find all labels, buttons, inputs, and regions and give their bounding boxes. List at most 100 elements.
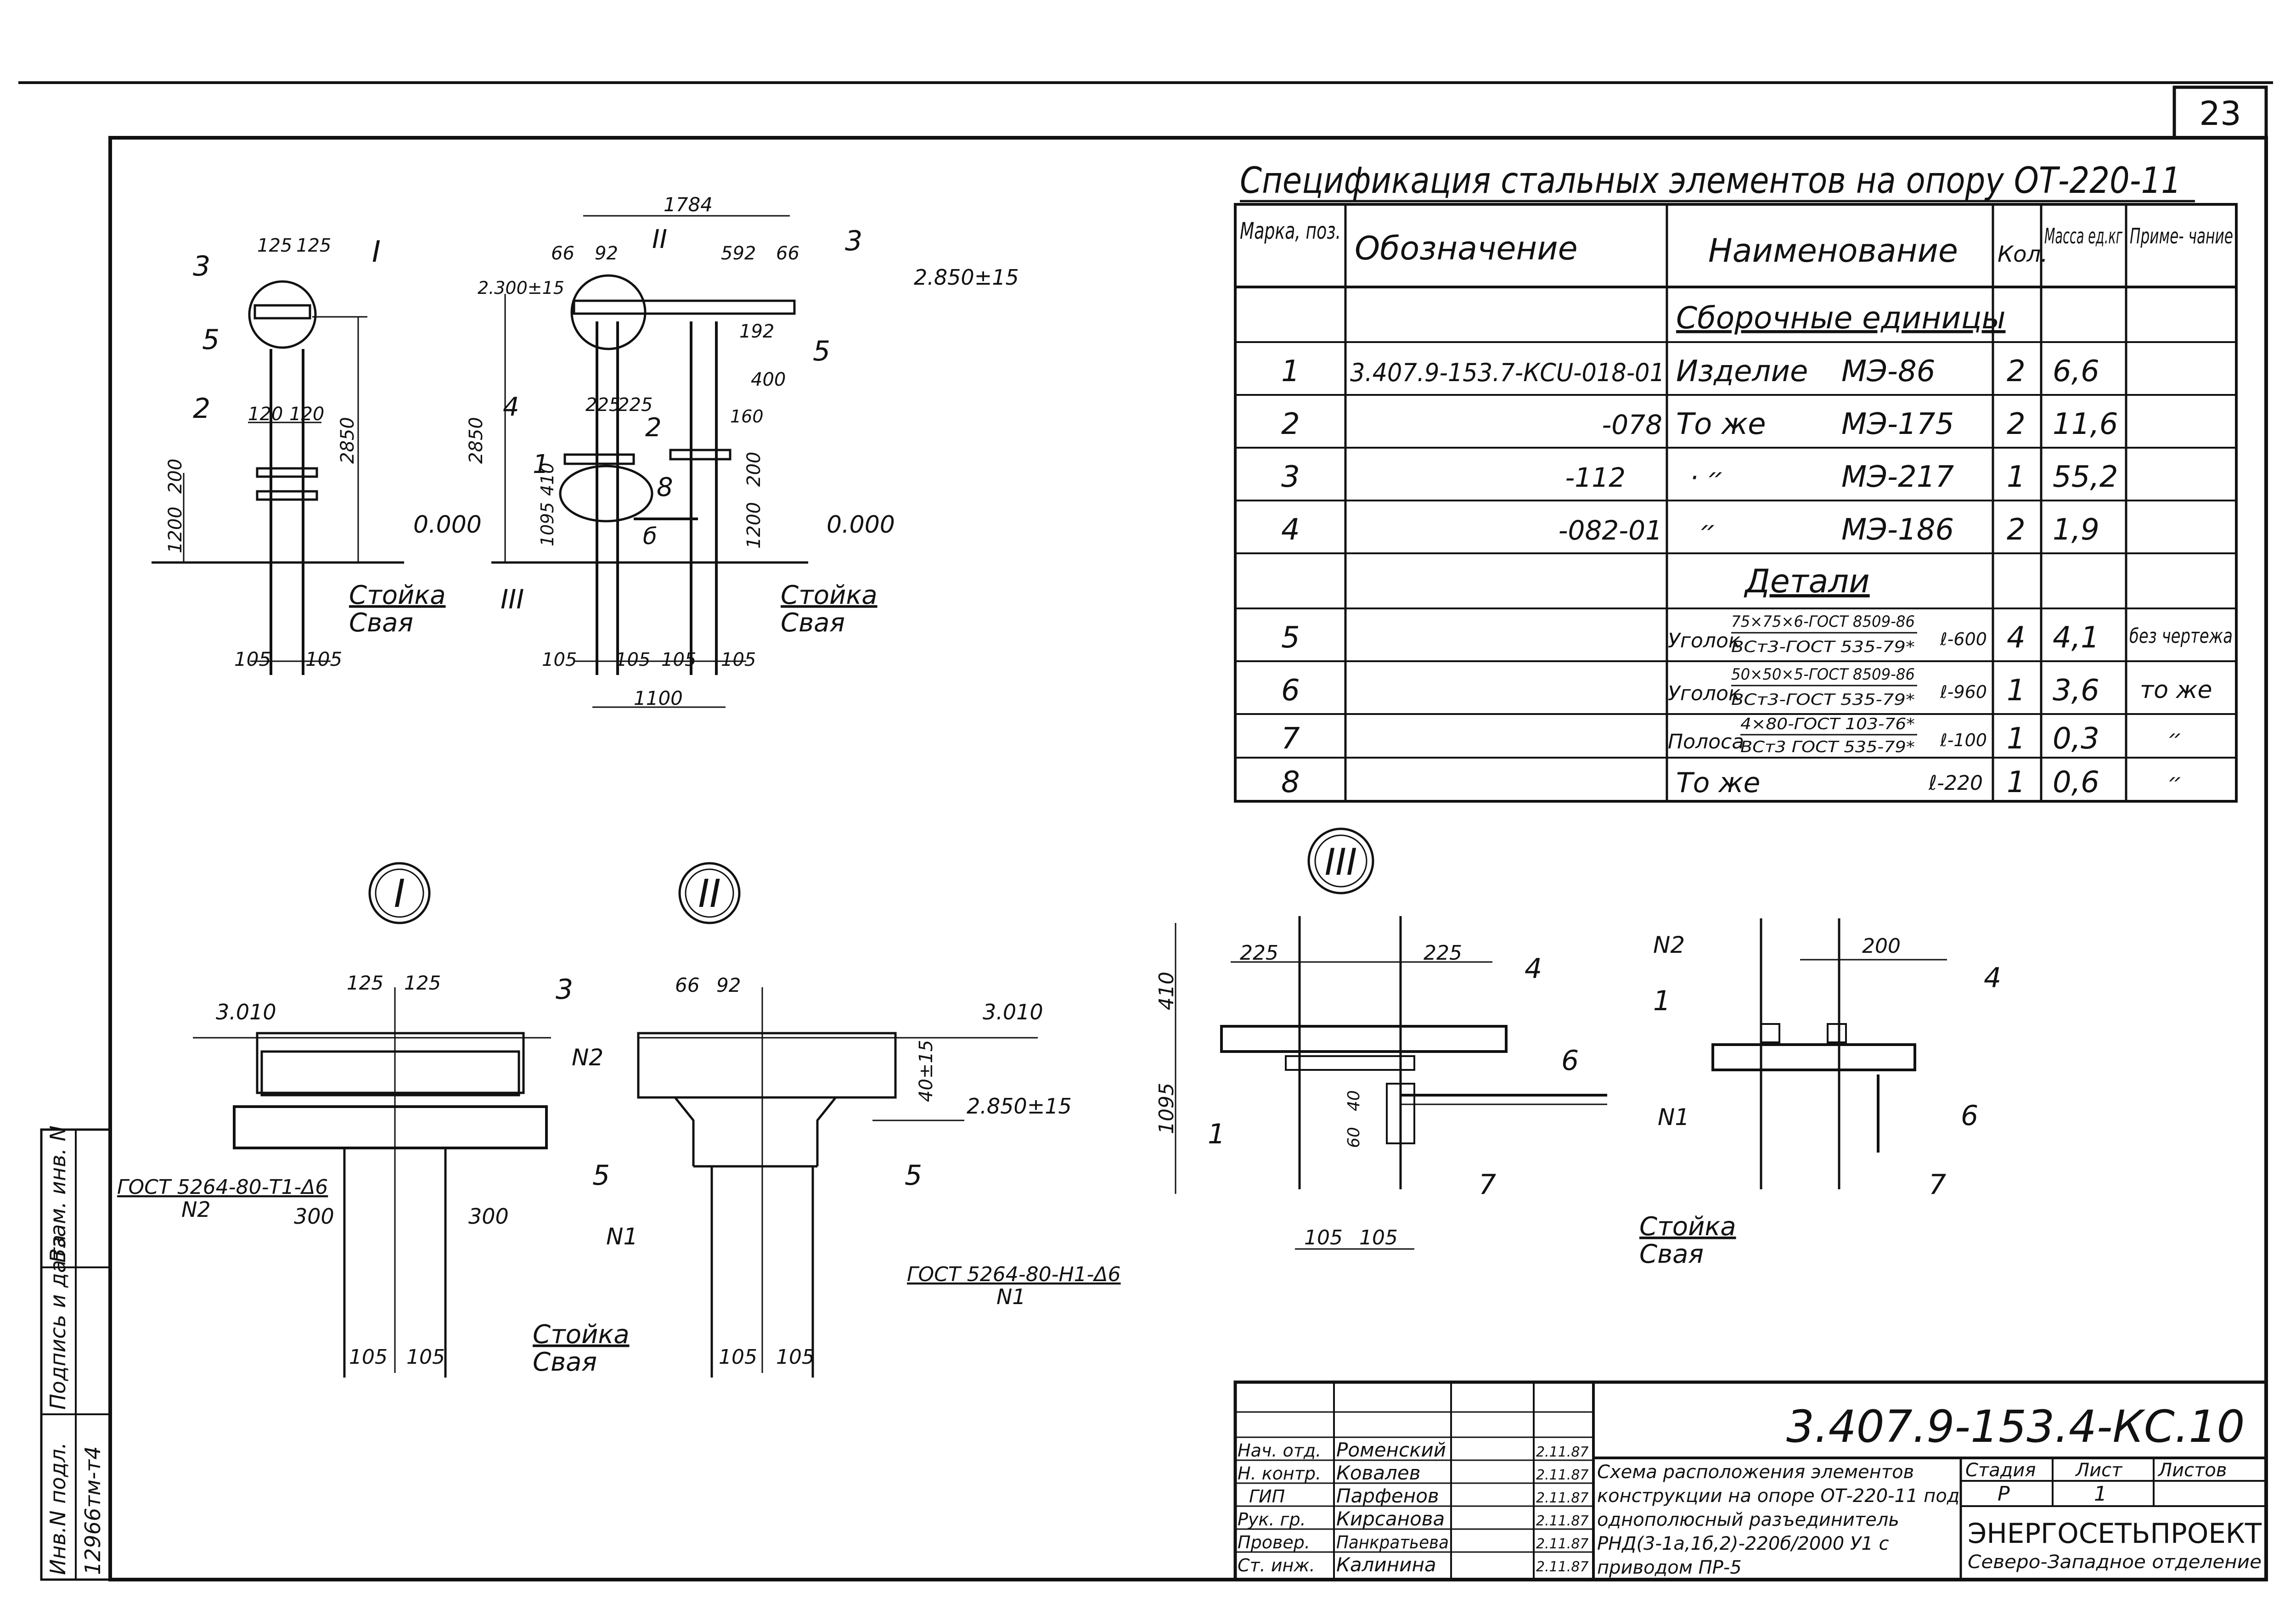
pile-label-2: Свая bbox=[781, 608, 845, 638]
svg-text:-078: -078 bbox=[1602, 409, 1662, 440]
svg-text:Ковалев: Ковалев bbox=[1336, 1462, 1420, 1484]
svg-text:105: 105 bbox=[721, 649, 756, 670]
svg-text:ВСт3-ГОСТ 535-79*: ВСт3-ГОСТ 535-79* bbox=[1731, 691, 1915, 709]
node-2-detail bbox=[637, 862, 1038, 1378]
spec-title: Спецификация стальных элементов на опору… bbox=[1240, 160, 2181, 202]
svg-text:Нач. отд.: Нач. отд. bbox=[1238, 1440, 1321, 1461]
stand-label-2: Стойка bbox=[781, 580, 878, 610]
svg-text:160: 160 bbox=[730, 406, 764, 427]
svg-text:1: 1 bbox=[2007, 722, 2026, 756]
svg-text:1: 1 bbox=[2007, 674, 2026, 708]
svg-text:Панкратьева: Панкратьева bbox=[1336, 1532, 1449, 1552]
org-sub: Северо-Западное отделение bbox=[1968, 1552, 2262, 1573]
spec-row: 3 -112 · ״ МЭ-217 1 55,2 bbox=[1281, 460, 2118, 494]
svg-text:7: 7 bbox=[1479, 1169, 1496, 1201]
header-designation: Обозначение bbox=[1355, 230, 1578, 267]
svg-text:1095: 1095 bbox=[537, 502, 557, 546]
elev-2850-a: 2.850±15 bbox=[914, 265, 1019, 290]
svg-text:ℓ-220: ℓ-220 bbox=[1928, 771, 1983, 795]
svg-text:3: 3 bbox=[1281, 460, 1300, 494]
staff-row: Рук. гр. Кирсанова 2.11.87 bbox=[1238, 1508, 1589, 1530]
svg-text:1: 1 bbox=[2007, 765, 2026, 799]
svg-text:125: 125 bbox=[296, 235, 331, 256]
stamp-vzam: Взам. инв. N bbox=[45, 1125, 70, 1263]
svg-text:0,6: 0,6 bbox=[2053, 765, 2099, 799]
svg-text:2.11.87: 2.11.87 bbox=[1536, 1490, 1589, 1506]
spec-row: 7 Полоса 4×80-ГОСТ 103-76* ВСт3 ГОСТ 535… bbox=[1281, 715, 2182, 756]
svg-text:2: 2 bbox=[2007, 407, 2026, 441]
svg-text:125: 125 bbox=[257, 235, 292, 256]
header-qty: Кол. bbox=[1998, 242, 2048, 267]
staff-row: Н. контр. Ковалев 2.11.87 bbox=[1238, 1462, 1589, 1484]
staff-row: Ст. инж. Калинина 2.11.87 bbox=[1238, 1553, 1589, 1576]
doc-code: 3.407.9-153.4-КС.10 bbox=[1786, 1401, 2245, 1452]
svg-text:3: 3 bbox=[845, 225, 862, 257]
svg-text:5: 5 bbox=[202, 324, 219, 356]
pile-label-4: Свая bbox=[1639, 1239, 1704, 1269]
svg-text:I: I bbox=[372, 235, 381, 269]
pile-label-1: Свая bbox=[349, 608, 413, 638]
spec-row: 1 3.407.9-153.7-КСU-018-01 Изделие МЭ-86… bbox=[1281, 354, 2099, 388]
stamp-inv-number: 12966тм-т4 bbox=[80, 1446, 105, 1575]
svg-text:4: 4 bbox=[1525, 953, 1542, 985]
svg-text:300: 300 bbox=[294, 1204, 334, 1229]
svg-text:5: 5 bbox=[592, 1159, 610, 1192]
svg-text:75×75×6-ГОСТ 8509-86: 75×75×6-ГОСТ 8509-86 bbox=[1731, 613, 1915, 631]
svg-text:120: 120 bbox=[289, 404, 324, 425]
svg-text:7: 7 bbox=[1281, 722, 1300, 756]
n2-label-a: N2 bbox=[572, 1044, 603, 1071]
gost-h1: ГОСТ 5264-80-Н1-Δ6 bbox=[907, 1263, 1121, 1286]
svg-text:8: 8 bbox=[657, 472, 673, 502]
stage-label: Стадия bbox=[1965, 1460, 2036, 1481]
svg-text:2: 2 bbox=[2007, 513, 2026, 547]
svg-text:225: 225 bbox=[585, 394, 620, 416]
svg-text:Роменский: Роменский bbox=[1336, 1439, 1446, 1461]
elev-3010-a: 3.010 bbox=[216, 1000, 276, 1024]
svg-text:4: 4 bbox=[2007, 621, 2026, 655]
spec-row: 8 То же ℓ-220 1 0,6 ״ bbox=[1281, 765, 2182, 799]
svg-text:без чертежа: без чертежа bbox=[2129, 624, 2233, 648]
svg-text:МЭ-175: МЭ-175 bbox=[1841, 407, 1954, 441]
elev-2850-b: 2.850±15 bbox=[967, 1094, 1072, 1119]
svg-text:125: 125 bbox=[347, 972, 383, 994]
svg-text:6: 6 bbox=[1281, 674, 1300, 708]
svg-text:2: 2 bbox=[2007, 354, 2026, 388]
elev-zero-2: 0.000 bbox=[827, 511, 895, 539]
svg-text:״: ״ bbox=[2167, 769, 2182, 795]
n1-label-a: N1 bbox=[606, 1223, 638, 1250]
svg-text:2850: 2850 bbox=[466, 417, 487, 464]
svg-text:МЭ-86: МЭ-86 bbox=[1841, 354, 1935, 388]
svg-text:2: 2 bbox=[193, 393, 210, 425]
elevation-view-2-labels: 1784 66 92 II 592 66 3 2.300±15 2.850±15… bbox=[466, 193, 1019, 709]
svg-text:״: ״ bbox=[2167, 725, 2182, 752]
svg-text:66: 66 bbox=[551, 243, 574, 264]
sheet-label: Лист bbox=[2075, 1460, 2123, 1481]
svg-text:7: 7 bbox=[1929, 1169, 1946, 1201]
elev-2300: 2.300±15 bbox=[478, 278, 564, 298]
svg-text:-082-01: -082-01 bbox=[1559, 515, 1662, 546]
svg-text:3: 3 bbox=[193, 250, 210, 282]
header-name: Наименование bbox=[1708, 232, 1958, 270]
doc-description: Схема расположения элементов конструкции… bbox=[1597, 1462, 1960, 1578]
svg-text:4: 4 bbox=[1984, 962, 2001, 994]
svg-text:105: 105 bbox=[542, 649, 577, 670]
svg-text:105: 105 bbox=[349, 1345, 388, 1369]
svg-text:Калинина: Калинина bbox=[1336, 1553, 1436, 1576]
stamp-signature-date: Подпись и дата bbox=[45, 1235, 70, 1410]
svg-text:5: 5 bbox=[1281, 621, 1300, 655]
stand-label-1: Стойка bbox=[349, 580, 446, 610]
gost-t1: ГОСТ 5264-80-Т1-Δ6 bbox=[117, 1176, 328, 1199]
stand-label-3: Стойка bbox=[533, 1320, 630, 1350]
svg-text:225: 225 bbox=[1424, 941, 1462, 965]
n2-label-b: N2 bbox=[181, 1197, 211, 1222]
svg-text:120: 120 bbox=[248, 404, 283, 425]
svg-text:III: III bbox=[501, 584, 524, 615]
svg-text:МЭ-186: МЭ-186 bbox=[1841, 513, 1954, 547]
elevation-view-2 bbox=[491, 215, 808, 708]
svg-text:105: 105 bbox=[719, 1345, 757, 1369]
svg-text:Уголок: Уголок bbox=[1668, 682, 1741, 705]
svg-text:105: 105 bbox=[234, 648, 271, 670]
svg-text:410: 410 bbox=[1155, 972, 1178, 1010]
node-1-marker: I bbox=[394, 871, 405, 916]
svg-text:2.11.87: 2.11.87 bbox=[1536, 1467, 1589, 1483]
